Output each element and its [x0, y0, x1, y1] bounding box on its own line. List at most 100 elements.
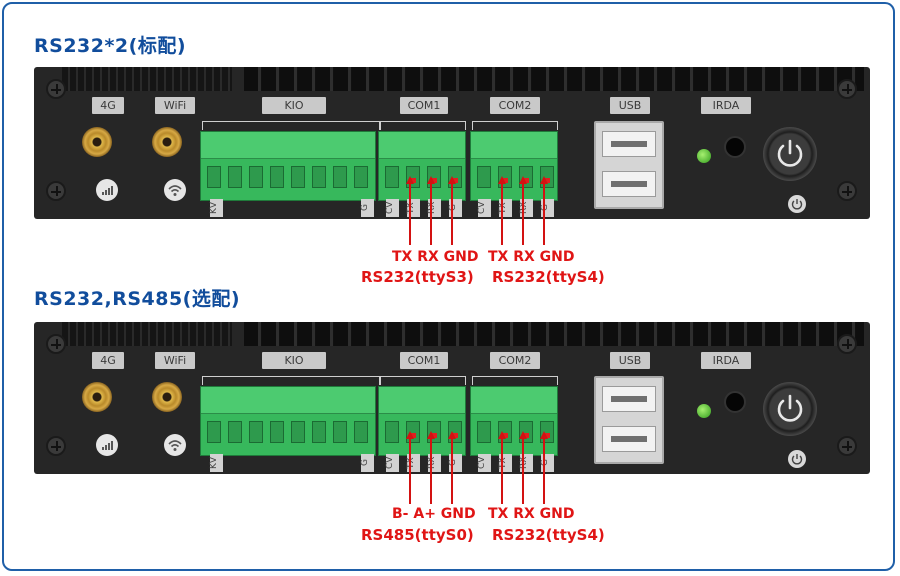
kio-bracket: [202, 121, 380, 130]
callout-arrow: [498, 431, 506, 439]
power-icon[interactable]: [763, 127, 817, 181]
com2-device-callout: RS232(ttyS4): [492, 526, 605, 544]
com1-bracket: [380, 121, 466, 130]
callout-arrow: [540, 431, 548, 439]
signal-bars-icon: [96, 434, 118, 456]
callout-wire: [501, 438, 503, 504]
label-kio: KIO: [262, 97, 326, 114]
label-com2: COM2: [490, 352, 540, 369]
label-com2: COM2: [490, 97, 540, 114]
heatsink-fins-left: [62, 322, 232, 346]
com1-device-callout: RS485(ttyS0): [361, 526, 474, 544]
label-com1: COM1: [400, 97, 448, 114]
label-wifi: WiFi: [155, 352, 195, 369]
wifi-icon: [164, 434, 186, 456]
callout-wire: [409, 438, 411, 504]
callout-arrow: [540, 176, 548, 184]
kio-pin-label: KV: [209, 199, 223, 217]
com2-device-callout: RS232(ttyS4): [492, 268, 605, 286]
label-4g: 4G: [92, 97, 124, 114]
wifi-icon: [164, 179, 186, 201]
screw-icon: [46, 181, 66, 201]
label-irda: IRDA: [701, 97, 751, 114]
antenna-icon: [82, 382, 112, 412]
signal-bars-icon: [96, 179, 118, 201]
com2-pin-label: CV: [477, 199, 491, 217]
label-kio: KIO: [262, 352, 326, 369]
com1-pin-callout: TX RX GND: [392, 249, 479, 265]
com2-pin-label: CV: [477, 454, 491, 472]
com1-device-callout: RS232(ttyS3): [361, 268, 474, 286]
callout-wire: [451, 183, 453, 245]
screw-icon: [837, 334, 857, 354]
screw-icon: [46, 436, 66, 456]
label-4g: 4G: [92, 352, 124, 369]
com1-pin-label: CV: [385, 199, 399, 217]
callout-wire: [430, 438, 432, 504]
kio-pin-label: G: [360, 454, 374, 472]
kio-pin-label: G: [360, 199, 374, 217]
label-usb: USB: [610, 97, 650, 114]
screw-icon: [837, 181, 857, 201]
power-icon[interactable]: [763, 382, 817, 436]
section-title-standard: RS232*2(标配): [34, 35, 186, 57]
antenna-icon: [82, 127, 112, 157]
callout-wire: [543, 438, 545, 504]
callout-arrow: [519, 431, 527, 439]
power-icon: [788, 195, 806, 213]
callout-wire: [501, 183, 503, 245]
com2-terminal-block: [470, 131, 558, 201]
com2-terminal-block: [470, 386, 558, 456]
com2-bracket: [472, 121, 558, 130]
heatsink-fins-left: [62, 67, 232, 91]
callout-arrow: [406, 176, 414, 184]
callout-arrow: [448, 431, 456, 439]
led-indicator-icon: [697, 404, 711, 418]
callout-wire: [543, 183, 545, 245]
com1-terminal-block: [378, 386, 466, 456]
kio-pin-label: KV: [209, 454, 223, 472]
callout-wire: [522, 183, 524, 245]
kio-terminal-block: [200, 386, 376, 456]
callout-arrow: [406, 431, 414, 439]
antenna-icon: [152, 127, 182, 157]
callout-wire: [409, 183, 411, 245]
com1-pin-label: CV: [385, 454, 399, 472]
section-title-optional: RS232,RS485(选配): [34, 288, 241, 310]
ir-receiver-icon: [724, 136, 746, 158]
com1-bracket: [380, 376, 466, 385]
callout-arrow: [427, 176, 435, 184]
led-indicator-icon: [697, 149, 711, 163]
com2-pin-callout: TX RX GND: [488, 249, 575, 265]
device-front-panel-optional: 4G WiFi KIO COM1 COM2 USB IRDA KV G CV T…: [34, 322, 870, 474]
heatsink-fins: [244, 67, 864, 91]
callout-arrow: [498, 176, 506, 184]
label-usb: USB: [610, 352, 650, 369]
com1-terminal-block: [378, 131, 466, 201]
kio-terminal-block: [200, 131, 376, 201]
callout-arrow: [448, 176, 456, 184]
label-com1: COM1: [400, 352, 448, 369]
kio-bracket: [202, 376, 380, 385]
com2-pin-callout: TX RX GND: [488, 506, 575, 522]
power-icon: [788, 450, 806, 468]
label-irda: IRDA: [701, 352, 751, 369]
com1-pin-callout: B- A+ GND: [392, 506, 476, 522]
callout-arrow: [427, 431, 435, 439]
antenna-icon: [152, 382, 182, 412]
screw-icon: [46, 334, 66, 354]
usb-port-icon[interactable]: [594, 121, 664, 209]
screw-icon: [46, 79, 66, 99]
screw-icon: [837, 436, 857, 456]
label-wifi: WiFi: [155, 97, 195, 114]
ir-receiver-icon: [724, 391, 746, 413]
callout-arrow: [519, 176, 527, 184]
screw-icon: [837, 79, 857, 99]
callout-wire: [522, 438, 524, 504]
heatsink-fins: [244, 322, 864, 346]
com2-bracket: [472, 376, 558, 385]
callout-wire: [451, 438, 453, 504]
callout-wire: [430, 183, 432, 245]
usb-port-icon[interactable]: [594, 376, 664, 464]
